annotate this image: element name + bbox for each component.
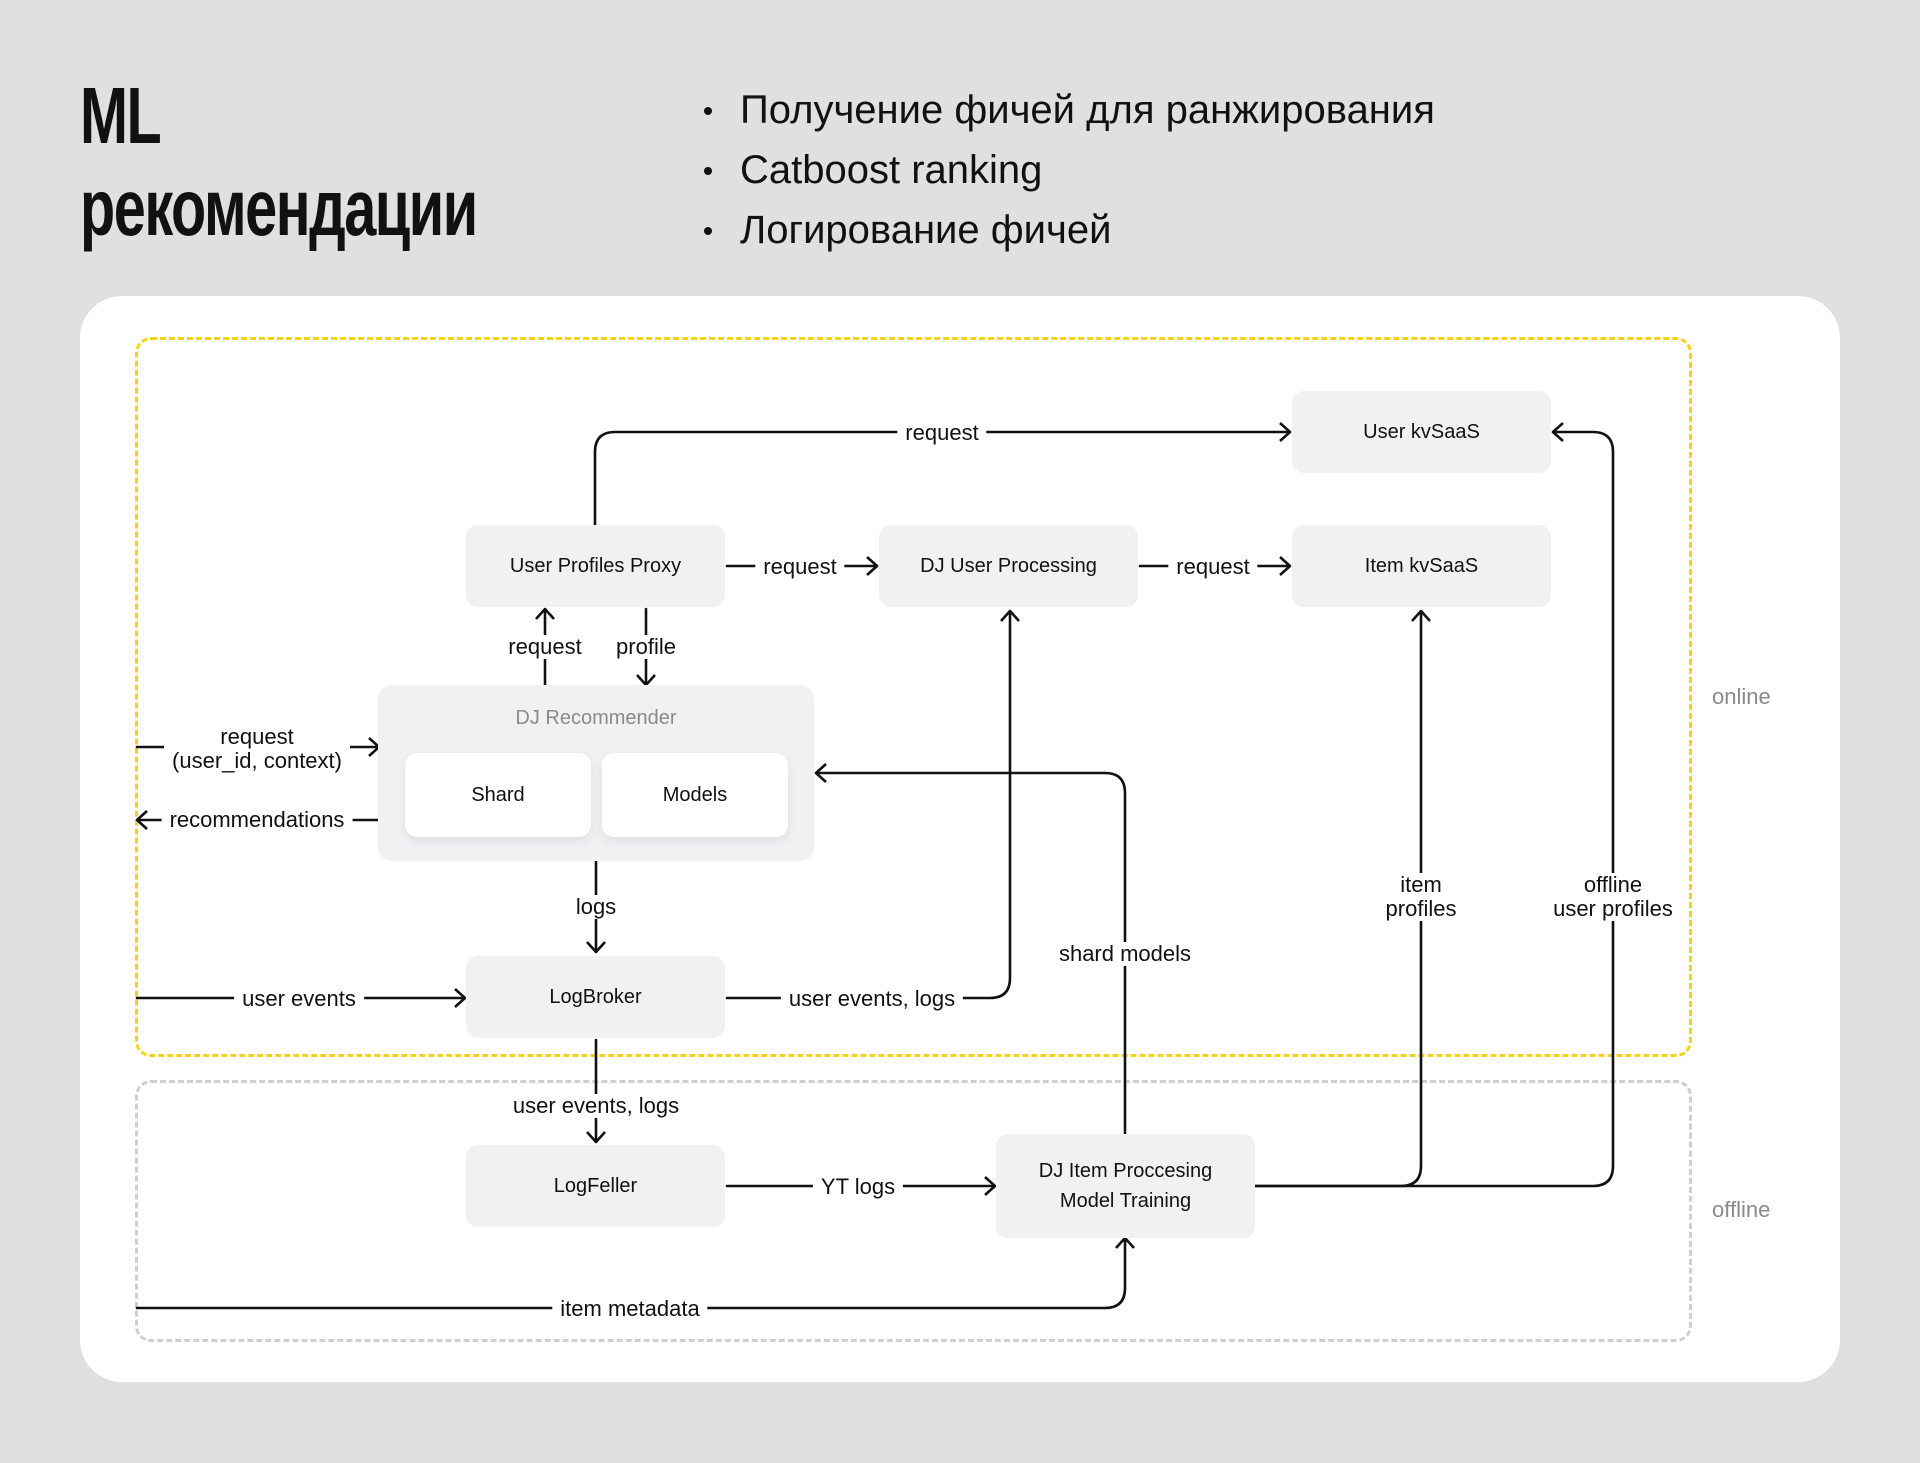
dj-item-processing-line-2: Model Training: [1059, 1190, 1192, 1212]
bullet-item: Логирование фичей: [700, 200, 1435, 260]
bullet-item: Получение фичей для ранжирования: [700, 80, 1435, 140]
label-item-profiles: item profiles: [1377, 873, 1465, 921]
edge-shard-models: [814, 773, 1127, 1135]
node-user-profiles-proxy: User Profiles Proxy: [466, 525, 725, 607]
label-user-events: user events: [234, 987, 364, 1011]
label-proxy-dj-user: request: [755, 555, 845, 579]
node-logfeller: LogFeller: [466, 1145, 725, 1227]
label-logbroker-dj-user: user events, logs: [780, 987, 964, 1011]
label-proxy-user-kv: request: [897, 421, 987, 445]
node-user-kvsaas: User kvSaaS: [1292, 391, 1551, 473]
offline-zone: [135, 1080, 1692, 1342]
label-rec-proxy: request: [500, 635, 590, 659]
label-recommendations: recommendations: [161, 808, 353, 832]
edge-logbroker-dj-user: [725, 609, 1010, 1000]
bullet-item: Catboost ranking: [700, 140, 1435, 200]
node-models: Models: [602, 753, 788, 837]
diagram-panel: [80, 296, 1840, 1382]
bullet-list: Получение фичей для ранжирования Catboos…: [700, 80, 1435, 260]
label-incoming-request: request (user_id, context): [164, 725, 350, 773]
label-shard-models: shard models: [1050, 942, 1200, 966]
label-dj-user-item-kv: request: [1168, 555, 1258, 579]
label-rec-logbroker: logs: [567, 895, 625, 919]
node-dj-recommender: DJ Recommender Shard Models: [378, 685, 814, 861]
edge-offline-user-profiles: [1252, 432, 1615, 1188]
label-offline-user-profiles: offline user profiles: [1545, 873, 1681, 921]
label-item-metadata: item metadata: [552, 1297, 708, 1321]
title-line-1: ML: [80, 71, 162, 160]
dj-item-processing-line-1: DJ Item Proccesing: [1038, 1160, 1213, 1182]
node-item-kvsaas: Item kvSaaS: [1292, 525, 1551, 607]
node-dj-item-processing: DJ Item Proccesing Model Training: [996, 1134, 1255, 1238]
label-proxy-rec: profile: [608, 635, 684, 659]
edge-proxy-user-kv: [593, 432, 1292, 528]
node-logbroker: LogBroker: [466, 956, 725, 1038]
title-line-2: рекомендации: [80, 163, 478, 252]
online-zone: [135, 337, 1692, 1057]
node-dj-user-processing: DJ User Processing: [879, 525, 1138, 607]
offline-zone-label: offline: [1712, 1197, 1771, 1222]
label-yt-logs: YT logs: [812, 1175, 904, 1199]
page-title: ML рекомендации: [80, 70, 478, 254]
dj-recommender-title: DJ Recommender: [515, 707, 677, 729]
label-logbroker-logfeller: user events, logs: [504, 1094, 688, 1118]
node-shard: Shard: [405, 753, 591, 837]
online-zone-label: online: [1712, 684, 1771, 709]
edge-item-metadata: [135, 1236, 1125, 1310]
